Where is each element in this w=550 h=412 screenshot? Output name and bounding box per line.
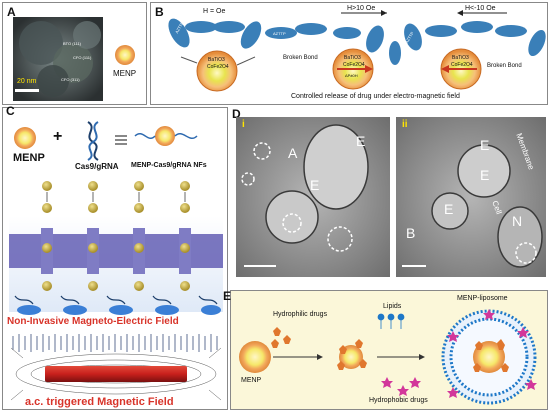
sub-ii: ii: [402, 119, 408, 130]
inner-label-1: CoFe2O4: [207, 64, 229, 70]
menp-particle-icon: [115, 45, 135, 65]
liposome: [441, 309, 537, 405]
nanoparticles: [42, 181, 190, 291]
em-i-label-e1: E: [356, 133, 366, 149]
cas9-label: Cas9/gRNA: [75, 162, 119, 171]
field-label-3: H<-10 Oe: [465, 5, 496, 12]
extra-label-2: ΔP≠0H: [345, 73, 358, 78]
scale-bar-label: 20 nm: [17, 78, 37, 85]
menp-icon: [14, 127, 36, 149]
lipid-icons: [377, 313, 405, 329]
sub-i: i: [242, 119, 245, 130]
menp-cas9-nf-icon: [155, 126, 175, 146]
panel-b-figure: [168, 10, 546, 92]
bond-label-3: Broken Bond: [487, 63, 522, 69]
state-3: [404, 10, 546, 90]
bond-label-2: Broken Bond: [283, 55, 318, 61]
em-ii-label-n: N: [512, 213, 523, 229]
menp-text: MENP: [13, 152, 45, 164]
panel-d: D i ii A E E E E E N B Membrane Cell: [230, 107, 548, 287]
panel-a-label: A: [7, 5, 16, 19]
em-ii-label-e1: E: [480, 137, 490, 153]
field-label-2: H>10 Oe: [347, 5, 376, 12]
tem-label-1: BTO (111): [63, 41, 82, 46]
lipids-label: Lipids: [383, 303, 402, 310]
liposome-label: MENP-liposome: [457, 295, 508, 302]
state-1: [168, 18, 262, 92]
panel-c-figure: [9, 121, 223, 401]
panel-b: B: [150, 2, 548, 105]
hydrophobic-drug-icons: [381, 377, 421, 396]
panel-b-label: B: [155, 5, 164, 19]
inner-label-2: CoFe2O4: [343, 62, 365, 68]
menp-e-label: MENP: [241, 377, 262, 384]
field-text: Non-Invasive Magneto-Electric Field: [7, 316, 179, 327]
em-i-label-e2: E: [310, 177, 320, 193]
panel-a-figure: [13, 17, 135, 101]
core-label-1: BaTiO3: [208, 57, 225, 63]
tem-label-2: CFO (111): [73, 55, 92, 60]
panel-d-label: D: [232, 107, 241, 121]
protein-label-2: AZTTP: [273, 31, 286, 36]
field-label-1: H = Oe: [203, 8, 226, 15]
nuclei: [17, 305, 221, 315]
scale-bar: [15, 89, 39, 92]
panel-c-label: C: [6, 104, 15, 118]
core-label-3: BaTiO3: [452, 55, 469, 61]
magnet-rod: [45, 366, 187, 382]
panel-c: C: [2, 104, 228, 410]
em-ii-label-e3: E: [444, 201, 454, 217]
plus-sign: +: [53, 128, 63, 145]
hydrophobic-label: Hydrophobic drugs: [369, 397, 428, 404]
inner-label-3: CoFe2O4: [451, 62, 473, 68]
hydrophilic-label: Hydrophilic drugs: [273, 311, 328, 318]
state-2: [265, 10, 401, 90]
tem-label-3: CFO (311): [61, 77, 80, 82]
panel-d-figure: [236, 117, 546, 277]
menp-e-icon: [239, 341, 271, 373]
menp-label: MENP: [113, 69, 137, 78]
nf-label: MENP-Cas9/gRNA NFs: [131, 162, 207, 169]
panel-e-figure: [239, 309, 537, 405]
em-ii-label-e2: E: [480, 167, 490, 183]
panel-a: A BTO (111) CFO (111) CFO (311) 20 nm ME…: [2, 2, 147, 105]
field-waves: [12, 334, 218, 352]
dna-strands: [14, 295, 218, 305]
panel-e-label: E: [223, 289, 232, 303]
core-label-2: BaTiO3: [344, 55, 361, 61]
panel-e: E: [223, 289, 548, 410]
panel-b-caption: Controlled release of drug under electro…: [291, 93, 460, 100]
em-i-label-a: A: [288, 145, 298, 161]
em-ii-label-b: B: [406, 225, 416, 241]
ac-text: a.c. triggered Magnetic Field: [25, 396, 174, 408]
